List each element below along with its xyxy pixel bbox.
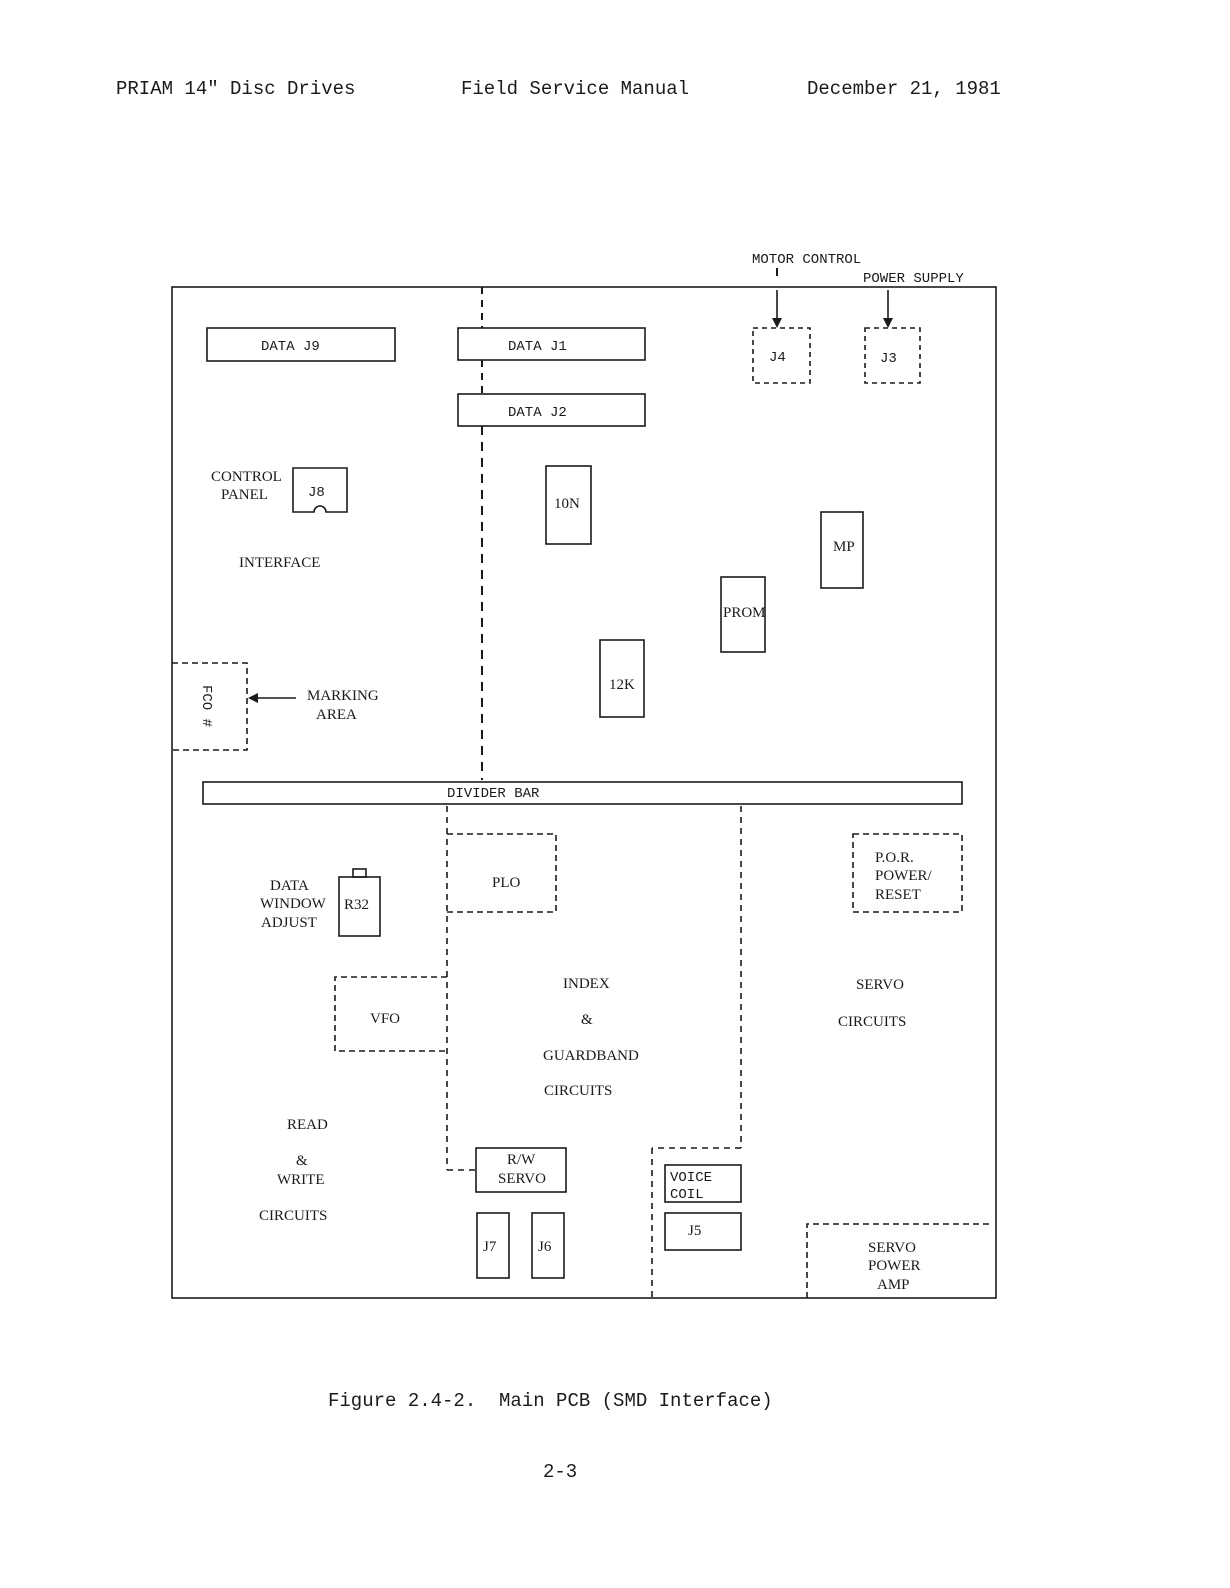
12k-label: 12K (609, 677, 635, 693)
data-j9-connector (206, 327, 396, 362)
r32-adjust-knob (352, 868, 367, 878)
vfo-area (334, 976, 447, 1052)
data-window-label-2: WINDOW (260, 896, 327, 912)
j5-label: J5 (688, 1223, 701, 1239)
rw-servo-label-2: SERVO (498, 1171, 546, 1187)
servo-power-amp-label-1: SERVO (868, 1240, 916, 1256)
j4-connector (752, 327, 811, 384)
power-supply-arrowhead (883, 318, 893, 328)
voice-coil-label-2: COIL (670, 1187, 704, 1203)
por-label-3: RESET (875, 887, 921, 903)
marking-area-arrowhead (248, 693, 258, 703)
j8-connector (292, 467, 348, 513)
data-j2-label: DATA J2 (508, 405, 567, 421)
voice-coil-label-1: VOICE (670, 1170, 712, 1186)
power-supply-label: POWER SUPPLY (863, 271, 964, 287)
index-label-3: GUARDBAND (543, 1048, 639, 1064)
control-panel-label-2: PANEL (221, 487, 268, 503)
marking-area-label-1: MARKING (307, 688, 379, 704)
10n-label: 10N (554, 496, 580, 512)
fco-label: FCO # (198, 685, 214, 727)
por-label-1: P.O.R. (875, 850, 914, 866)
data-j9-label: DATA J9 (261, 339, 320, 355)
j4-label: J4 (769, 350, 786, 366)
servo-power-amp-label-2: POWER (868, 1258, 921, 1274)
servo-circuits-label-2: CIRCUITS (838, 1014, 906, 1030)
servo-circuits-label-1: SERVO (856, 977, 904, 993)
motor-control-label: MOTOR CONTROL (752, 252, 861, 268)
header-manual-name: Field Service Manual (461, 78, 690, 100)
index-label-1: INDEX (563, 976, 610, 992)
rw-servo-block (475, 1147, 567, 1193)
mp-label: MP (833, 539, 855, 555)
j3-label: J3 (880, 351, 897, 367)
j7-label: J7 (483, 1239, 497, 1255)
data-window-label-1: DATA (270, 878, 309, 894)
voice-coil-connector (664, 1164, 742, 1203)
j6-connector (531, 1212, 565, 1279)
vfo-label: VFO (370, 1011, 400, 1027)
page-number: 2-3 (543, 1461, 578, 1483)
prom-label: PROM (723, 605, 766, 621)
data-j1-label: DATA J1 (508, 339, 567, 355)
data-j1-connector (457, 327, 646, 361)
data-window-label-3: ADJUST (261, 915, 317, 931)
r32-label: R32 (344, 897, 369, 913)
servo-power-amp-label-3: AMP (877, 1277, 910, 1293)
header-date: December 21, 1981 (807, 78, 1001, 100)
read-write-label-1: READ (287, 1117, 328, 1133)
figure-caption: Figure 2.4-2. Main PCB (SMD Interface) (328, 1390, 773, 1412)
board-outline (171, 286, 997, 1299)
index-label-2: & (581, 1012, 593, 1028)
por-area (852, 833, 963, 913)
j3-connector (864, 327, 921, 384)
read-write-label-4: CIRCUITS (259, 1208, 327, 1224)
header-title: PRIAM 14" Disc Drives (116, 78, 356, 100)
prom-chip (720, 576, 766, 653)
motor-control-arrowhead (772, 318, 782, 328)
control-panel-label-1: CONTROL (211, 469, 282, 485)
marking-area-label-2: AREA (316, 707, 357, 723)
read-write-label-3: WRITE (277, 1172, 324, 1188)
10n-chip (545, 465, 592, 545)
rw-servo-label-1: R/W (507, 1152, 536, 1168)
index-label-4: CIRCUITS (544, 1083, 612, 1099)
j6-label: J6 (538, 1239, 552, 1255)
j5-connector (664, 1212, 742, 1251)
divider-bar (202, 781, 963, 805)
por-label-2: POWER/ (875, 868, 933, 884)
mp-chip (820, 511, 864, 589)
12k-chip (599, 639, 645, 718)
divider-bar-label: DIVIDER BAR (447, 786, 540, 802)
interface-label: INTERFACE (239, 555, 320, 571)
plo-area (447, 833, 557, 913)
j7-connector (476, 1212, 510, 1279)
read-write-label-2: & (296, 1153, 308, 1169)
j8-label: J8 (308, 485, 325, 501)
data-j2-connector (457, 393, 646, 427)
servo-power-amp-area (806, 1223, 992, 1298)
plo-label: PLO (492, 875, 521, 891)
